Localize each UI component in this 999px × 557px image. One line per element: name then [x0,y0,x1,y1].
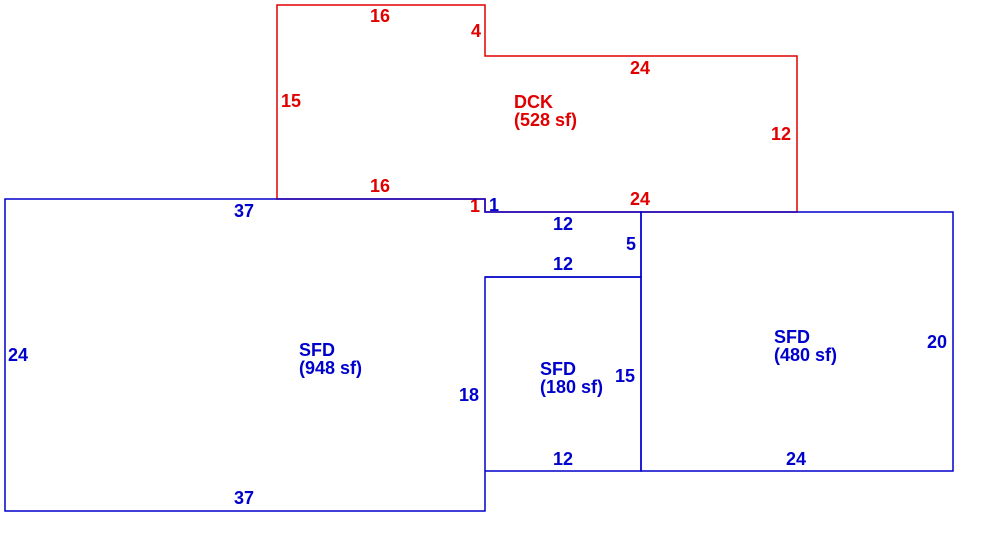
sfd-right-outline [640,211,954,472]
deck-dim-left: 15 [281,91,301,111]
deck-group: 16 4 24 15 12 16 1 24 DCK (528 sf) [276,4,798,216]
deck-dim-top-left: 16 [370,6,390,26]
sfd-right-dim-right: 20 [927,332,947,352]
sfd-group: 37 1 12 5 24 18 37 SFD (948 sf) 12 15 12… [4,195,954,512]
sfd-small-name-label: SFD [540,359,576,379]
deck-dim-bottom-step: 1 [470,196,480,216]
sfd-right-area-label: (480 sf) [774,345,837,365]
sfd-main-dim-left: 24 [8,345,28,365]
sfd-main-dim-notch-side: 5 [626,234,636,254]
sfd-small-area-label: (180 sf) [540,377,603,397]
sfd-main-dim-top: 37 [234,201,254,221]
sfd-main-dim-bottom: 37 [234,488,254,508]
sfd-right-dim-bottom: 24 [786,449,806,469]
deck-area-label: (528 sf) [514,110,577,130]
sfd-main-dim-right: 18 [459,385,479,405]
deck-dim-bottom-left: 16 [370,176,390,196]
deck-dim-step: 4 [471,21,481,41]
deck-dim-bottom-right: 24 [630,189,650,209]
sfd-main-area-label: (948 sf) [299,358,362,378]
sfd-small-dim-right: 15 [615,366,635,386]
sfd-main-name-label: SFD [299,340,335,360]
deck-dim-top-right: 24 [630,58,650,78]
sfd-small-dim-top: 12 [553,254,573,274]
deck-name-label: DCK [514,92,553,112]
sfd-main-dim-step: 1 [489,195,499,215]
sfd-main-dim-notch-top: 12 [553,214,573,234]
sfd-right-name-label: SFD [774,327,810,347]
deck-dim-right: 12 [771,124,791,144]
sfd-small-dim-bottom: 12 [553,449,573,469]
